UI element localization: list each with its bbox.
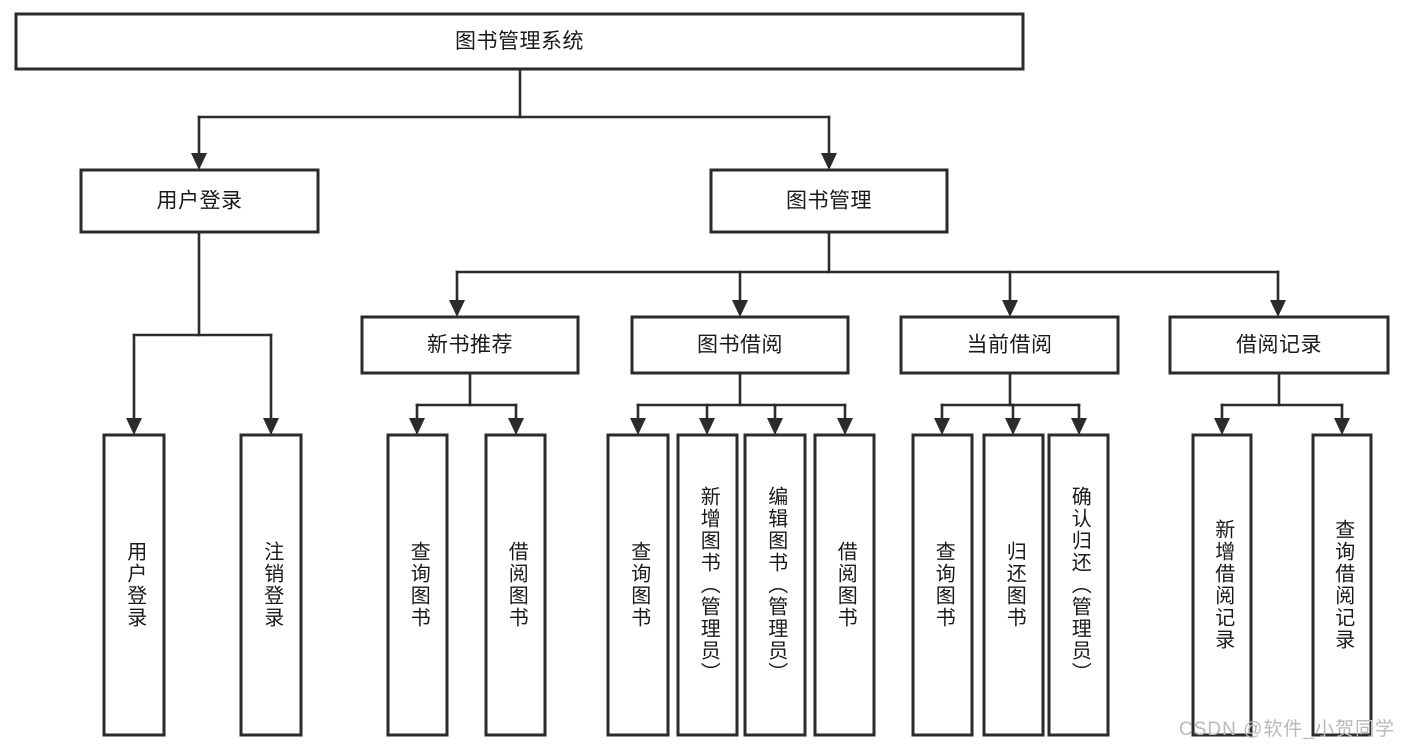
node-box-root[interactable] (14, 12, 1025, 71)
node-label-level2-0: 用户登录 (157, 190, 243, 213)
node-box-leaf-1[interactable] (239, 433, 303, 737)
node-box-leaf-7[interactable] (813, 433, 876, 737)
connector-layer (126, 67, 1350, 435)
arrow-head-icon (508, 418, 524, 435)
node-box-leaf-2[interactable] (386, 433, 449, 737)
arrow-head-icon (191, 153, 207, 170)
arrow-head-icon (449, 300, 465, 317)
arrow-head-icon (630, 418, 646, 435)
node-box-level3-1[interactable] (630, 315, 850, 375)
node-box-level3-0[interactable] (360, 315, 580, 375)
node-box-leaf-4[interactable] (606, 433, 670, 737)
box-layer (14, 12, 1390, 737)
node-box-leaf-5[interactable] (676, 433, 739, 737)
node-box-leaf-0[interactable] (102, 433, 166, 737)
node-label-level3-1: 图书借阅 (697, 334, 783, 357)
arrow-head-icon (263, 418, 279, 435)
node-box-level3-3[interactable] (1168, 315, 1390, 375)
arrow-head-icon (837, 418, 853, 435)
arrow-head-icon (126, 418, 142, 435)
arrow-head-icon (699, 418, 715, 435)
arrow-head-icon (1002, 300, 1018, 317)
arrow-head-icon (1214, 418, 1230, 435)
node-box-level2-1[interactable] (709, 168, 949, 234)
node-label-level3-3: 借阅记录 (1236, 334, 1322, 357)
node-box-level2-0[interactable] (79, 168, 320, 234)
node-label-level3-2: 当前借阅 (967, 334, 1053, 357)
node-box-leaf-12[interactable] (1311, 433, 1373, 737)
node-box-leaf-10[interactable] (1047, 433, 1110, 737)
node-box-leaf-6[interactable] (743, 433, 807, 737)
node-label-root: 图书管理系统 (455, 30, 584, 53)
watermark: CSDN @软件_小贺同学 (1179, 719, 1395, 740)
node-box-leaf-8[interactable] (911, 433, 974, 737)
node-label-level2-1: 图书管理 (786, 190, 872, 213)
node-box-level3-2[interactable] (899, 315, 1120, 375)
node-box-leaf-11[interactable] (1191, 433, 1253, 737)
arrow-head-icon (409, 418, 425, 435)
node-box-leaf-3[interactable] (484, 433, 547, 737)
arrow-head-icon (934, 418, 950, 435)
arrow-head-icon (732, 300, 748, 317)
arrow-head-icon (767, 418, 783, 435)
node-label-level3-0: 新书推荐 (427, 334, 513, 357)
arrow-head-icon (1071, 418, 1087, 435)
arrow-head-icon (821, 153, 837, 170)
node-box-leaf-9[interactable] (982, 433, 1045, 737)
arrow-head-icon (1334, 418, 1350, 435)
arrow-head-icon (1005, 418, 1021, 435)
arrow-head-icon (1270, 300, 1286, 317)
